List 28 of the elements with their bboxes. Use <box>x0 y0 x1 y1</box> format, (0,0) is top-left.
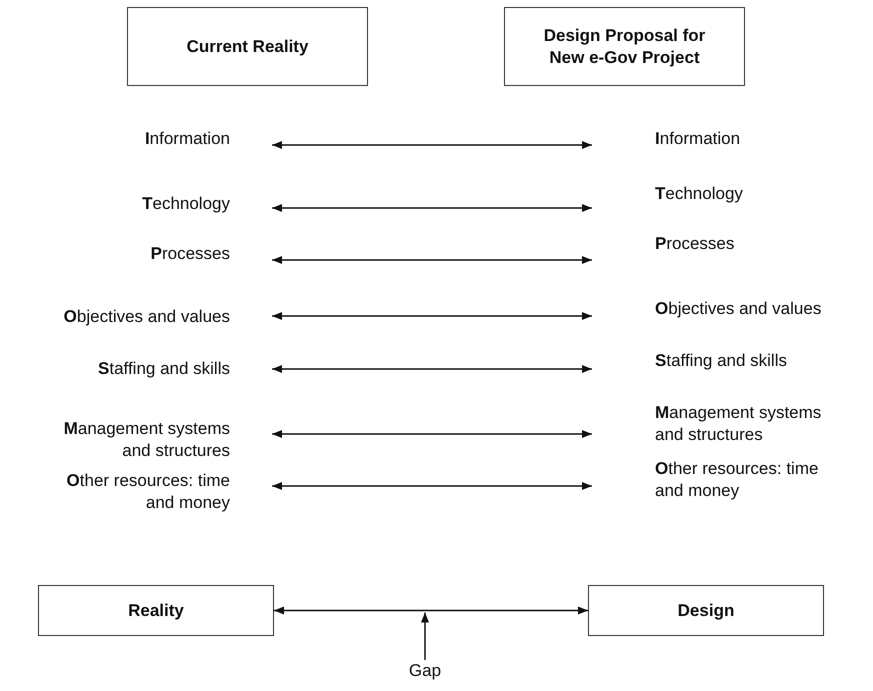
double-arrow <box>272 430 592 438</box>
item-label: Information <box>0 128 272 154</box>
double-arrow <box>272 482 592 490</box>
gap-label: Gap <box>400 660 450 684</box>
item-label: Technology <box>592 183 862 209</box>
item-label: Other resources: time and money <box>0 470 272 516</box>
title-box: Design <box>588 585 824 636</box>
double-arrow <box>272 256 592 264</box>
item-label: Processes <box>0 243 272 269</box>
item-label: Management systems and structures <box>592 402 862 448</box>
item-label: Other resources: time and money <box>592 458 862 504</box>
item-label: Staffing and skills <box>592 350 862 376</box>
title-box: Design Proposal for New e-Gov Project <box>504 7 745 86</box>
item-label: Management systems and structures <box>0 418 272 464</box>
double-arrow <box>272 141 592 149</box>
title-box: Reality <box>38 585 274 636</box>
title-box: Current Reality <box>127 7 368 86</box>
item-label: Technology <box>0 193 272 219</box>
double-arrow <box>272 312 592 320</box>
item-label: Objectives and values <box>0 306 272 332</box>
item-label: Staffing and skills <box>0 358 272 384</box>
double-arrow <box>274 606 588 614</box>
double-arrow <box>272 204 592 212</box>
double-arrow <box>272 365 592 373</box>
item-label: Information <box>592 128 862 154</box>
item-label: Processes <box>592 233 862 259</box>
item-label: Objectives and values <box>592 298 862 324</box>
pointer-arrow <box>421 612 429 660</box>
